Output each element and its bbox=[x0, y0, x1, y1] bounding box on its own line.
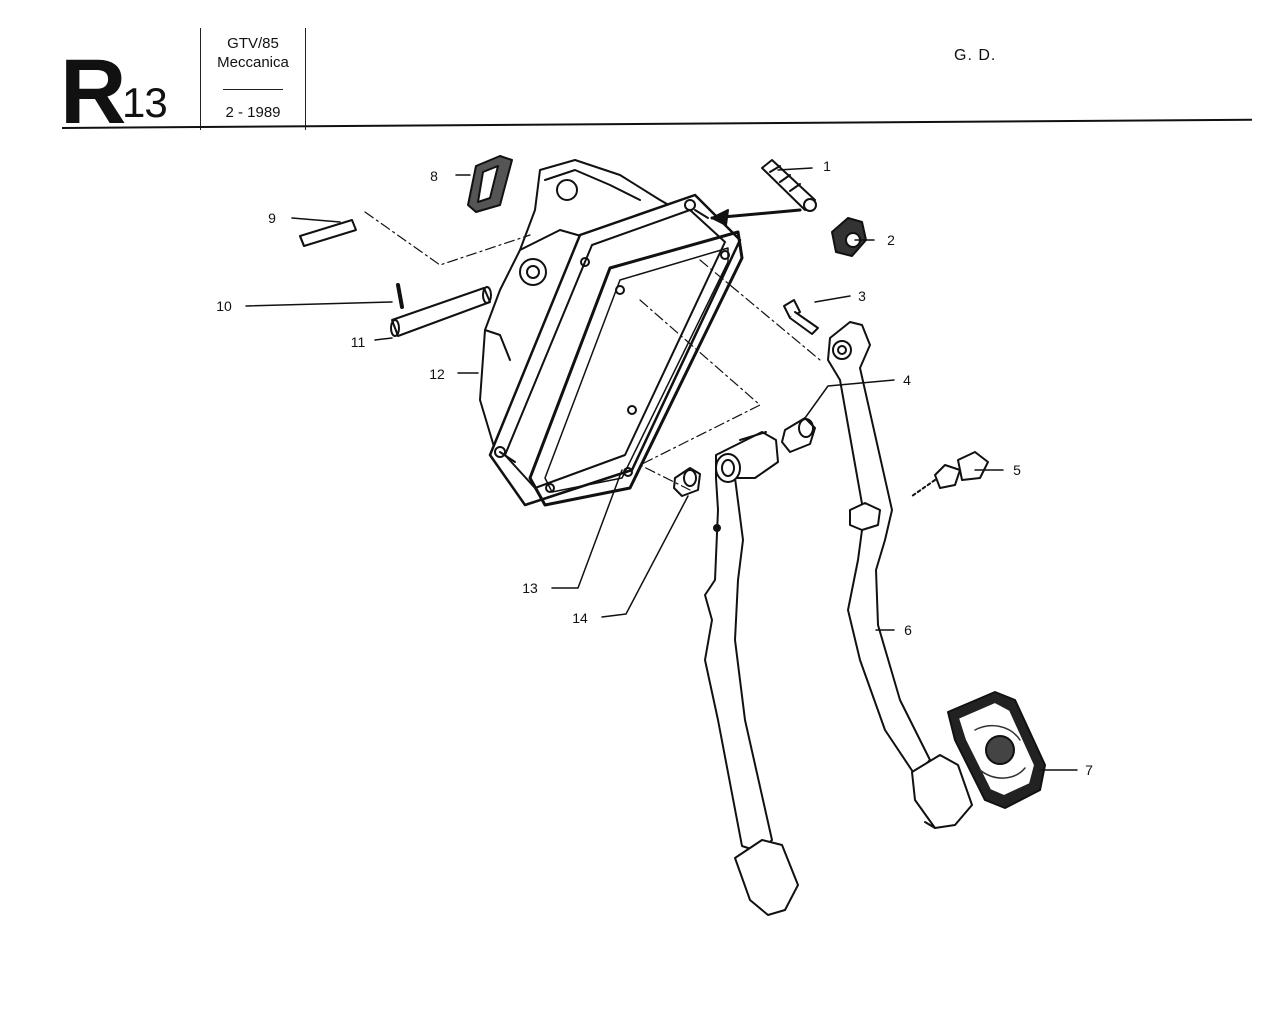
pin bbox=[299, 219, 357, 247]
callout-14: 14 bbox=[572, 610, 588, 626]
date-label: 2 - 1989 bbox=[225, 104, 281, 121]
nut bbox=[831, 217, 867, 257]
assembly-arrow bbox=[710, 208, 802, 226]
stop-light-switch bbox=[911, 451, 989, 497]
group-label: Meccanica bbox=[217, 54, 289, 71]
short-bolt bbox=[783, 299, 819, 335]
callout-6: 6 bbox=[904, 622, 912, 638]
info-divider bbox=[223, 89, 283, 90]
info-box: GTV/85 Meccanica 2 - 1989 bbox=[200, 28, 306, 130]
callout-4: 4 bbox=[903, 372, 911, 388]
gasket bbox=[528, 230, 744, 507]
bush-upper bbox=[781, 417, 816, 453]
rubber-pad-cover bbox=[947, 691, 1046, 809]
split-pin bbox=[396, 283, 404, 309]
rubber-grommet bbox=[467, 155, 513, 213]
callout-12: 12 bbox=[429, 366, 445, 382]
callout-8: 8 bbox=[430, 168, 438, 184]
brake-pedal bbox=[827, 321, 931, 776]
section-number: 13 bbox=[122, 79, 168, 126]
drive-side-label: G. D. bbox=[954, 47, 997, 64]
clutch-pedal-pad bbox=[734, 839, 799, 916]
bolt bbox=[761, 159, 817, 212]
section-letter: R bbox=[60, 41, 126, 143]
clutch-pedal bbox=[704, 431, 779, 853]
model-label: GTV/85 bbox=[227, 35, 279, 52]
callout-7: 7 bbox=[1085, 762, 1093, 778]
callout-13: 13 bbox=[522, 580, 538, 596]
callout-1: 1 bbox=[823, 158, 831, 174]
brake-pedal-pad bbox=[911, 754, 973, 829]
bush-lower bbox=[673, 467, 701, 497]
pivot-shaft bbox=[390, 286, 492, 337]
callout-10: 10 bbox=[216, 298, 232, 314]
leader-lines bbox=[245, 167, 1078, 771]
callout-2: 2 bbox=[887, 232, 895, 248]
callout-11: 11 bbox=[350, 334, 366, 350]
callout-3: 3 bbox=[858, 288, 866, 304]
assembly-lines bbox=[364, 211, 821, 491]
callout-5: 5 bbox=[1013, 462, 1021, 478]
callout-9: 9 bbox=[268, 210, 276, 226]
